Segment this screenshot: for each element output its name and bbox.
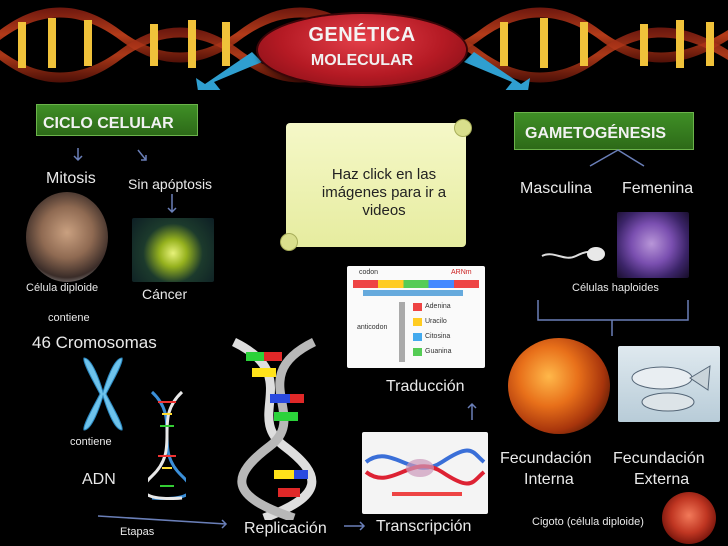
sperm-image[interactable] (540, 236, 606, 270)
fecundacion-externa-line2: Externa (634, 471, 690, 488)
mitosis-cell-image[interactable] (26, 192, 108, 282)
transcription-image[interactable] (362, 432, 488, 514)
title-line2: MOLECULAR (310, 52, 414, 69)
adn-label: ADN (82, 471, 116, 488)
fecundacion-interna-line1: Fecundación (500, 450, 592, 467)
replicacion-label: Replicación (244, 520, 327, 537)
masculina-label: Masculina (520, 180, 593, 197)
arrow-left-icon (196, 52, 262, 90)
internal-fertilization-image[interactable] (508, 338, 610, 434)
mitosis-label: Mitosis (46, 170, 96, 187)
transcripcion-label: Transcripción (376, 518, 472, 535)
dna-replication-image[interactable] (224, 336, 334, 520)
gametogenesis-header: GAMETOGÉNESIS (514, 112, 694, 150)
femenina-label: Femenina (622, 180, 694, 197)
contiene-label-2: contiene (70, 436, 112, 448)
zygote-image[interactable] (662, 492, 716, 544)
instruction-text: Haz click en las imágenes para ir a vide… (321, 166, 447, 219)
egg-image[interactable] (617, 212, 689, 278)
fecundacion-interna-line2: Interna (524, 471, 574, 488)
contiene-label-1: contiene (48, 312, 90, 324)
etapas-label: Etapas (120, 526, 155, 538)
fecundacion-externa-line1: Fecundación (613, 450, 705, 467)
celula-diploide-label: Célula diploide (26, 282, 99, 294)
dna-small-image[interactable] (148, 390, 186, 500)
celulas-haploides-label: Células haploides (572, 282, 659, 294)
external-fertilization-image[interactable] (618, 346, 720, 422)
cancer-cell-image[interactable] (132, 218, 214, 282)
traduccion-label: Traducción (386, 378, 465, 395)
title-oval (258, 14, 466, 86)
sin-apoptosis-label: Sin apóptosis (128, 176, 213, 192)
cromosomas-label: 46 Cromosomas (32, 333, 157, 352)
translation-image[interactable]: codon ARNm anticodon Adenina Uracilo Cit… (347, 266, 485, 368)
instruction-scroll (280, 119, 472, 251)
ciclo-celular-header: CICLO CELULAR (36, 104, 198, 136)
chromosome-image[interactable] (78, 356, 128, 432)
title-line1: GENÉTICA (308, 24, 416, 46)
arrow-right-icon (464, 52, 530, 90)
cigoto-label: Cigoto (célula diploide) (532, 516, 644, 528)
cancer-label: Cáncer (142, 286, 188, 302)
